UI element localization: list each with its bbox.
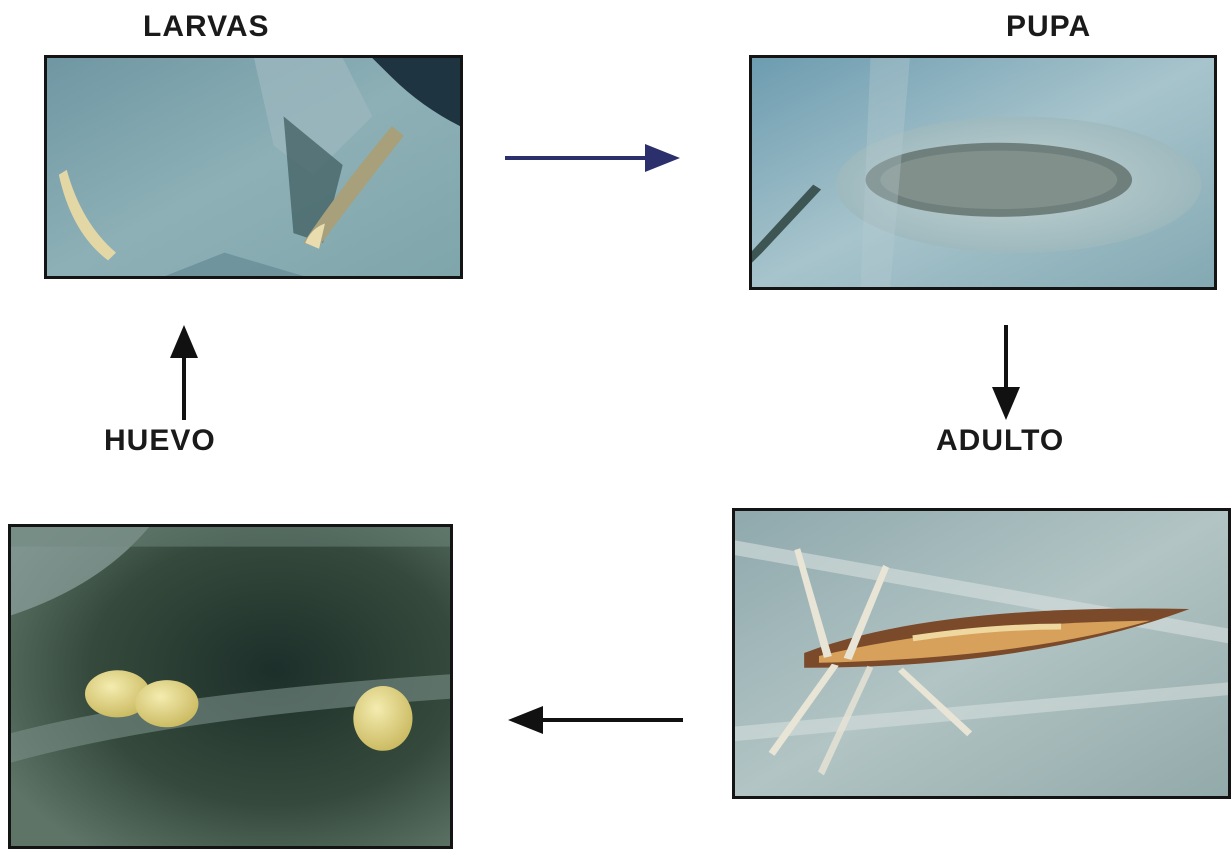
larvae-photo bbox=[44, 55, 463, 279]
arrow-pupa-to-adult bbox=[988, 325, 1024, 420]
eggs-on-leaf-photo-icon bbox=[11, 527, 450, 846]
larvae-label: LARVAS bbox=[143, 10, 270, 44]
pupa-photo bbox=[749, 55, 1217, 290]
arrow-adult-to-egg bbox=[508, 702, 683, 738]
egg-photo bbox=[8, 524, 453, 849]
egg-label: HUEVO bbox=[104, 424, 216, 458]
arrow-egg-to-larvae bbox=[166, 325, 202, 420]
adult-label: ADULTO bbox=[936, 424, 1064, 458]
larvae-on-leaf-photo-icon bbox=[47, 58, 460, 276]
moth-on-leaf-photo-icon bbox=[735, 511, 1228, 796]
pupa-on-leaf-photo-icon bbox=[752, 58, 1214, 287]
adult-photo bbox=[732, 508, 1231, 799]
pupa-label: PUPA bbox=[1006, 10, 1091, 44]
arrow-larvae-to-pupa bbox=[505, 140, 680, 176]
